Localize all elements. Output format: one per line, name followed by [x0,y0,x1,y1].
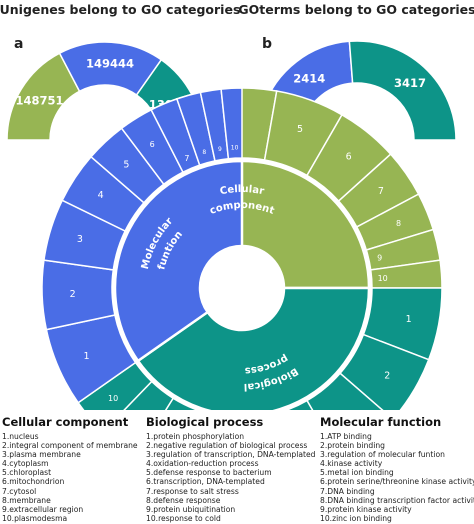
legend-item: 2.protein binding [320,441,385,451]
legend-item: 10.zinc ion binding [320,513,392,523]
legend-item: 10.response to cold [146,513,221,523]
sunburst-outer-label-23: 3 [77,234,83,245]
legend-item: 9.protein kinase activity [320,504,412,514]
sunburst-outer-label-21: 1 [84,351,90,362]
sunburst-outer-label-9: 9 [377,253,382,262]
legend-item: 3.plasma membrane [2,450,81,460]
panel-b-slice-3 [348,40,457,141]
legend-item: 2.integral component of membrane [2,441,138,451]
legend-item: 9.extracellular region [2,504,84,514]
panel-a-title: Unigenes belong to GO categories [0,2,240,17]
sunburst-outer-label-7: 7 [378,186,384,197]
sunburst-outer-label-24: 4 [98,190,104,201]
legend-item: 2.negative regulation of biological proc… [146,441,308,451]
legend-title: Cellular component [2,415,129,429]
sunburst-category-label: Cellular [219,184,265,197]
legend-item: 4.oxidation-reduction process [146,459,259,469]
sunburst-inner-biological-process [136,286,371,410]
legend-title: Molecular function [320,415,442,429]
sunburst-outer-segment-30 [220,87,243,160]
legend-item: 9.protein ubiquitination [146,504,236,514]
sunburst-outer-label-20: 10 [108,394,118,403]
legend-molecular-function: Molecular function 1.ATP binding 2.prote… [320,415,474,523]
legend-item: 5.metal ion binding [320,468,394,478]
sunburst-inner-molecular-funtion [113,159,244,363]
panel-a-value-label-1: 148751 [16,93,64,107]
legend-item: 4.cytoplasm [2,459,49,469]
legend-item: 6.mitochondrion [2,477,65,487]
legend-item: 3.regulation of transcription, DNA-templ… [146,450,316,460]
panel-b-value-label-2: 2414 [293,71,325,85]
legend-item: 7.response to salt stress [146,486,239,496]
legend-item: 6.protein serine/threonine kinase activi… [320,477,474,487]
panel-b-label: b [262,36,272,52]
legend-item: 10.plasmodesma [2,513,68,523]
legend-item: 5.defense response to bacterium [146,468,272,478]
legend-item: 5.chloroplast [2,468,52,478]
sunburst-outer-label-11: 1 [406,314,412,325]
legend-item: 7.cytosol [2,486,37,496]
legend-item: 6.transcription, DNA-templated [146,477,265,487]
sunburst-outer-label-12: 2 [384,371,390,382]
sunburst-outer-label-30: 10 [231,144,239,151]
legend-item: 8.membrane [2,495,51,505]
sunburst-outer-label-29: 9 [218,146,222,153]
legend-item: 4.kinase activity [320,459,383,469]
legend-item: 1.protein phosphorylation [146,432,245,441]
sunburst-outer-label-25: 5 [123,159,129,170]
sunburst-outer-segment-14 [284,399,314,410]
sunburst-outer-label-8: 8 [396,219,401,228]
sunburst-outer-label-6: 6 [346,152,352,163]
sunburst-outer-segment-13 [305,372,384,410]
legend-item: 1.ATP binding [320,432,372,441]
legend-biological-process: Biological process 1.protein phosphoryla… [146,415,315,523]
legend-item: 3.regulation of molecular funtion [320,450,445,460]
legend-cellular-component: Cellular component 1.nucleus 2.integral … [2,415,138,523]
sunburst-outer-label-22: 2 [70,289,76,300]
sunburst-outer-label-10: 10 [378,274,388,283]
go-annotation-figure: Unigenes belong to GO categories GOterms… [0,2,474,410]
sunburst-category-label: component [208,200,275,217]
legend-item: 1.nucleus [2,432,39,441]
panel-b-title: GOterms belong to GO categories [238,2,474,17]
legend-item: 7.DNA binding [320,486,375,496]
legend-title: Biological process [146,415,264,429]
legend-item: 8.defense response [146,495,221,505]
sunburst-outer-label-26: 6 [150,140,155,149]
panel-a-label: a [14,36,23,52]
sunburst-outer-label-28: 8 [202,149,206,156]
legend-item: 8.DNA binding transcription factor activ… [320,495,474,505]
panel-c-sunburst: 123456789101234567891012345678910Cellula… [41,87,443,410]
sunburst-outer-label-27: 7 [184,154,189,163]
panel-b-value-label-3: 3417 [394,76,426,90]
sunburst-outer-label-5: 5 [297,124,303,135]
panel-a-value-label-2: 149444 [86,57,134,71]
